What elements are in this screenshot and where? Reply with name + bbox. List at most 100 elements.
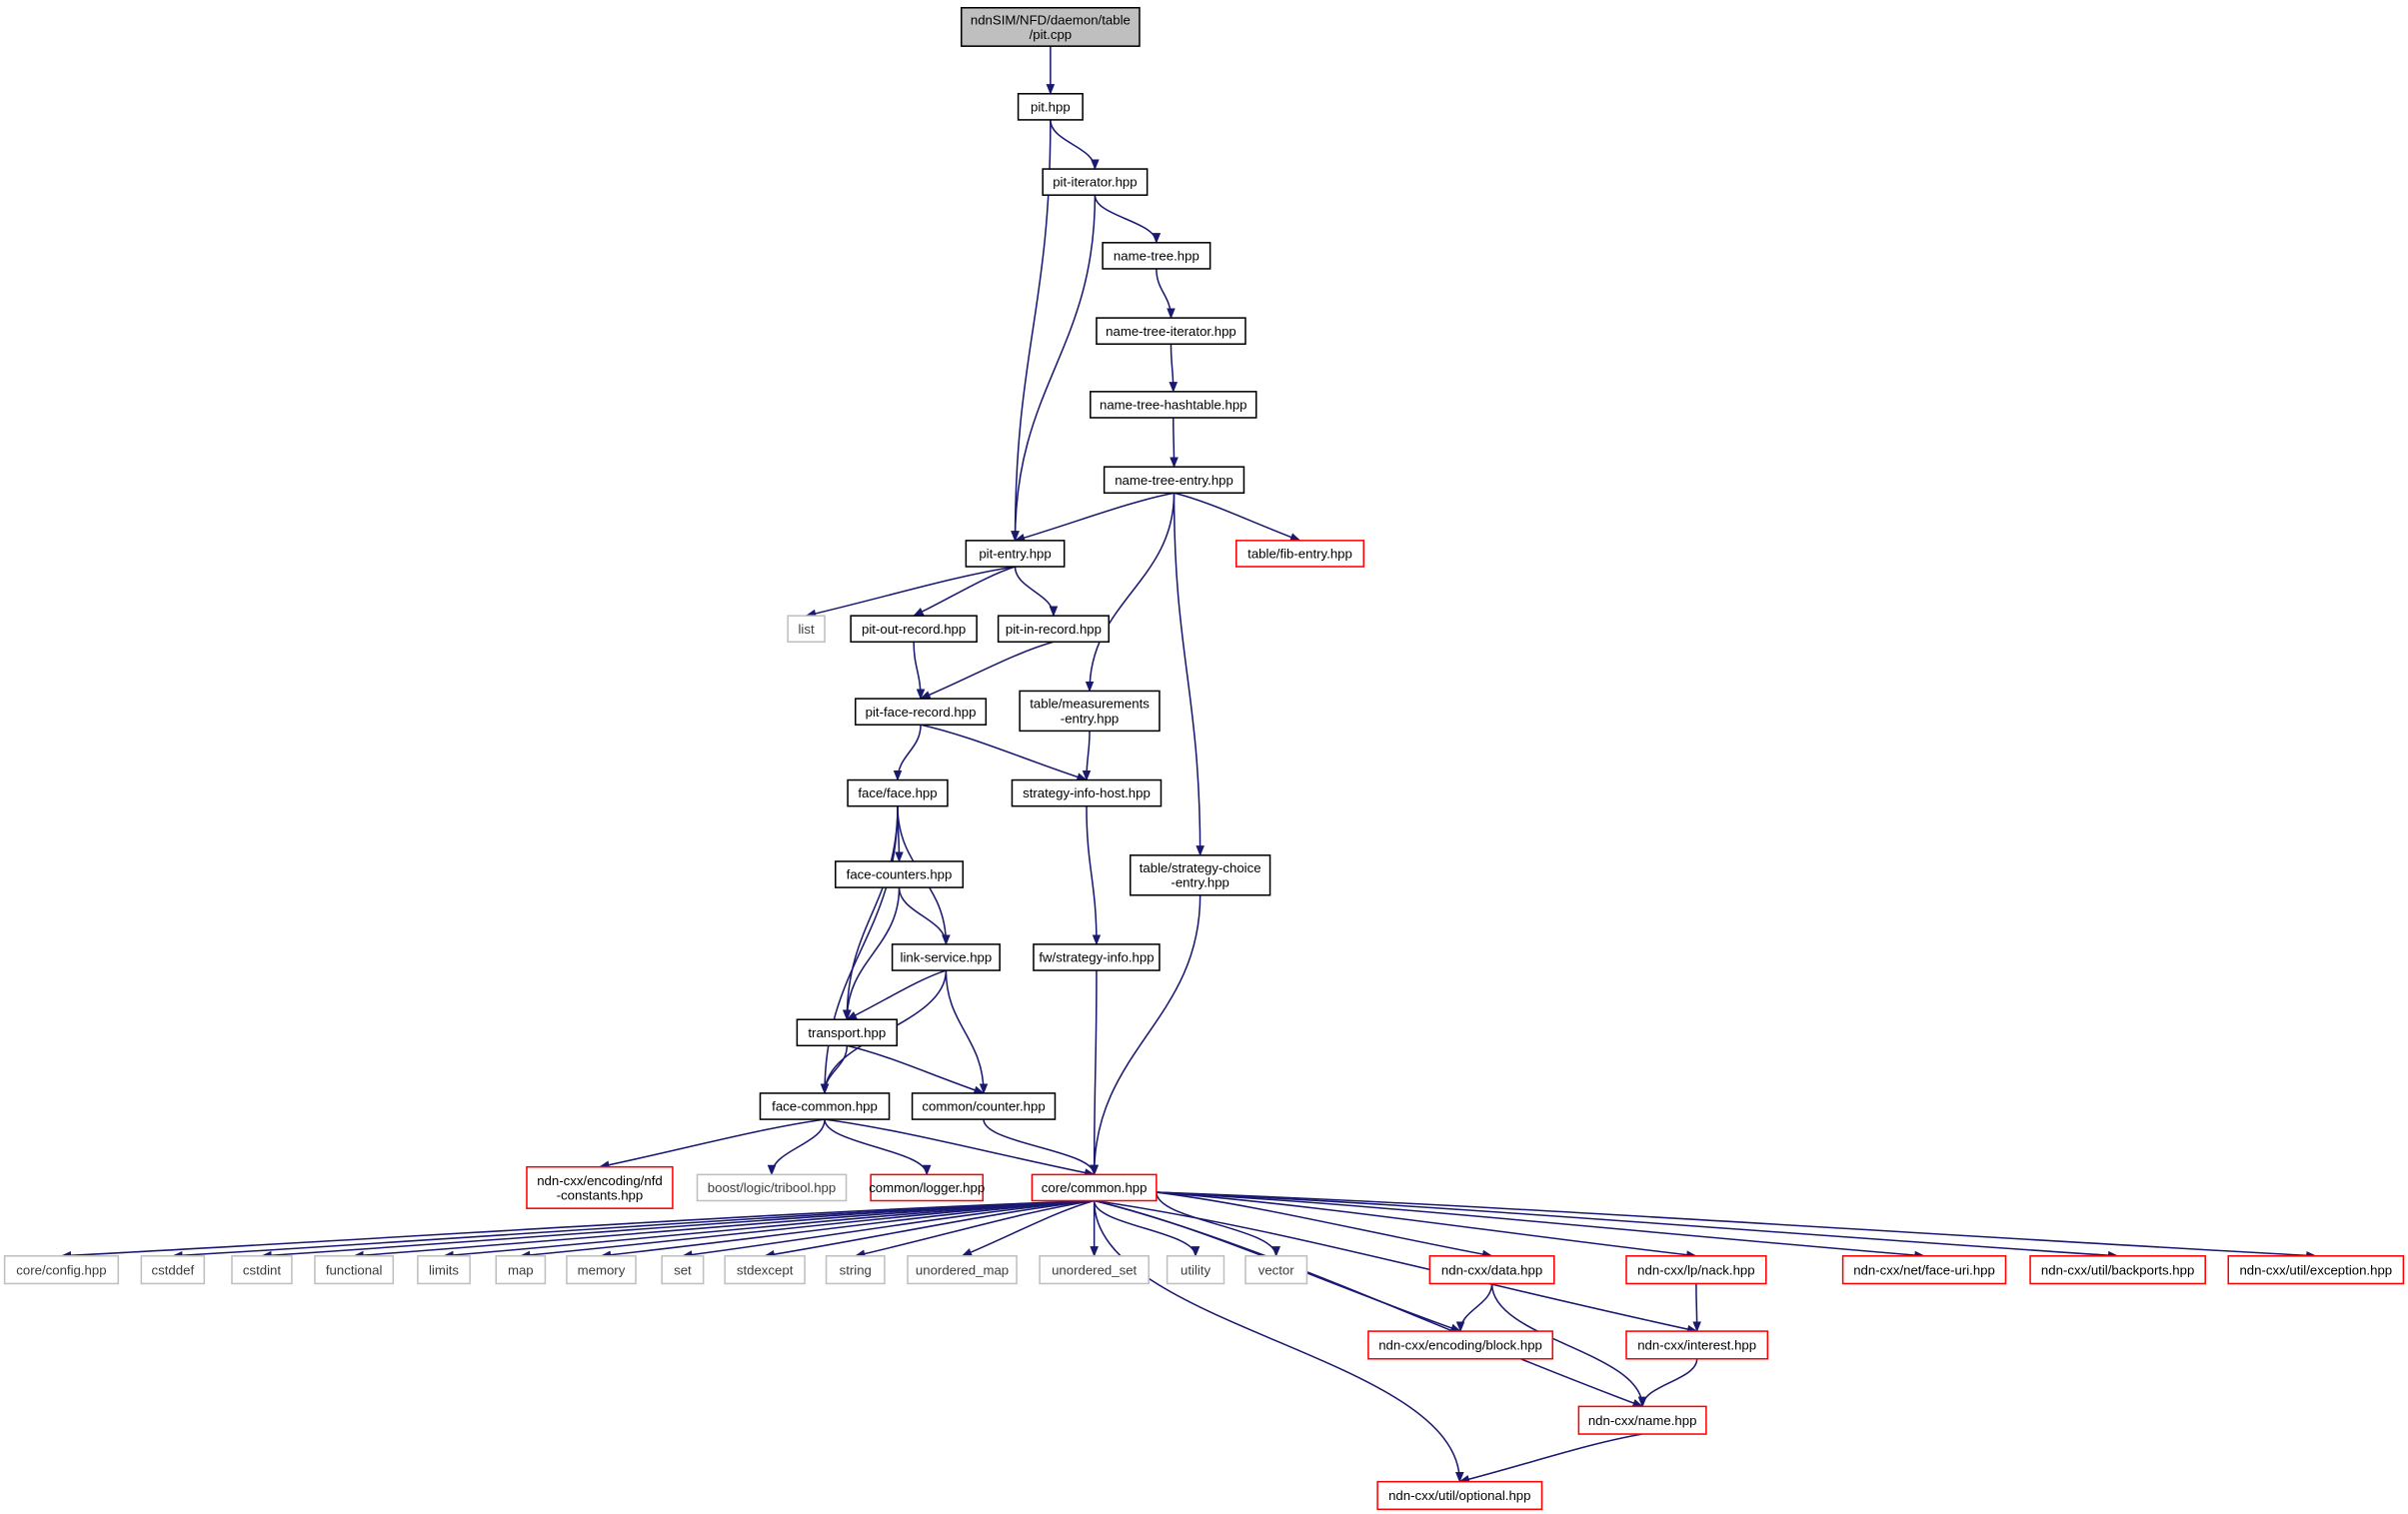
node-cstddef: cstddef xyxy=(140,1255,206,1285)
node-common-counter[interactable]: common/counter.hpp xyxy=(911,1092,1057,1120)
node-name-tree[interactable]: name-tree.hpp xyxy=(1102,242,1211,270)
node-logger[interactable]: common/logger.hpp xyxy=(869,1173,985,1202)
node-vector: vector xyxy=(1244,1255,1308,1285)
node-unordered-set: unordered_set xyxy=(1039,1255,1150,1285)
edge-name_tree_entry-to-pit_entry xyxy=(1014,492,1175,543)
node-box xyxy=(1428,1255,1555,1285)
node-label: boost/logic/tribool.hpp xyxy=(708,1180,836,1195)
node-box xyxy=(911,1092,1057,1120)
edge-face_counters-to-link_service xyxy=(898,887,951,946)
node-label: transport.hpp xyxy=(808,1025,886,1040)
node-label: map xyxy=(508,1262,534,1277)
node-root[interactable]: ndnSIM/NFD/daemon/table/pit.cpp xyxy=(960,6,1141,47)
node-ndn-nack[interactable]: ndn-cxx/lp/nack.hpp xyxy=(1625,1255,1767,1285)
node-box xyxy=(1042,168,1149,196)
edge-face_common-to-logger xyxy=(824,1118,932,1176)
node-ndn-exception[interactable]: ndn-cxx/util/exception.hpp xyxy=(2227,1255,2405,1285)
node-label: pit.hpp xyxy=(1031,99,1071,114)
node-ndn-name[interactable]: ndn-cxx/name.hpp xyxy=(1577,1405,1707,1435)
node-label: ndn-cxx/util/backports.hpp xyxy=(2041,1262,2194,1277)
edge-core_common-to-memory xyxy=(600,1199,1095,1260)
node-transport[interactable]: transport.hpp xyxy=(796,1018,898,1047)
node-name-tree-iterator[interactable]: name-tree-iterator.hpp xyxy=(1096,317,1246,345)
node-box xyxy=(696,1173,848,1202)
node-label: pit-iterator.hpp xyxy=(1053,175,1137,190)
node-box xyxy=(661,1255,705,1285)
node-label: ndn-cxx/util/optional.hpp xyxy=(1388,1488,1530,1503)
node-utility: utility xyxy=(1166,1255,1225,1285)
node-box xyxy=(3,1255,120,1285)
edge-pit_in_record-to-pit_face_record xyxy=(920,641,1055,700)
node-pit-iterator[interactable]: pit-iterator.hpp xyxy=(1042,168,1149,196)
edge-name_tree-to-name_tree_iterator xyxy=(1156,268,1176,320)
node-pit-face-record[interactable]: pit-face-record.hpp xyxy=(854,698,988,727)
node-list: list xyxy=(787,615,826,644)
node-face-counters[interactable]: face-counters.hpp xyxy=(835,860,965,888)
node-box xyxy=(960,6,1141,47)
node-label: name-tree.hpp xyxy=(1114,248,1200,263)
node-pit[interactable]: pit.hpp xyxy=(1017,93,1084,121)
node-ndn-backports[interactable]: ndn-cxx/util/backports.hpp xyxy=(2029,1255,2206,1285)
node-ndn-optional[interactable]: ndn-cxx/util/optional.hpp xyxy=(1376,1480,1543,1511)
node-core-common[interactable]: core/common.hpp xyxy=(1031,1173,1158,1202)
node-label: table/fib-entry.hpp xyxy=(1247,547,1352,562)
node-nfd-constants[interactable]: ndn-cxx/encoding/nfd-constants.hpp xyxy=(526,1165,674,1209)
edge-core_common-to-ndn_optional xyxy=(1093,1200,1464,1483)
node-ndn-block[interactable]: ndn-cxx/encoding/block.hpp xyxy=(1367,1330,1554,1360)
node-box xyxy=(314,1255,395,1285)
edge-name_tree_hashtable-to-name_tree_entry xyxy=(1170,417,1179,469)
node-link-service[interactable]: link-service.hpp xyxy=(891,943,1001,971)
node-pit-out-record[interactable]: pit-out-record.hpp xyxy=(850,615,978,644)
node-ndn-data[interactable]: ndn-cxx/data.hpp xyxy=(1428,1255,1555,1285)
node-cstdint: cstdint xyxy=(231,1255,293,1285)
node-box xyxy=(724,1255,806,1285)
node-name-tree-hashtable[interactable]: name-tree-hashtable.hpp xyxy=(1090,391,1257,419)
edge-core_common-to-ndn_interest xyxy=(1094,1199,1698,1334)
node-box xyxy=(1031,1173,1158,1202)
edge-fw_strategy_info-to-core_common xyxy=(1090,970,1099,1176)
edge-strategy_choice_entry-to-core_common xyxy=(1090,894,1202,1176)
edge-transport-to-face_common xyxy=(820,1045,849,1095)
node-ndn-interest[interactable]: ndn-cxx/interest.hpp xyxy=(1625,1330,1769,1360)
node-face[interactable]: face/face.hpp xyxy=(847,778,949,807)
node-label: face-common.hpp xyxy=(772,1099,878,1114)
node-label: fw/strategy-info.hpp xyxy=(1039,950,1154,965)
node-label: name-tree-hashtable.hpp xyxy=(1100,398,1247,413)
edge-link_service-to-transport xyxy=(846,969,947,1020)
node-pit-entry[interactable]: pit-entry.hpp xyxy=(965,540,1066,568)
node-label: cstddef xyxy=(152,1262,195,1277)
node-strategy-info-host[interactable]: strategy-info-host.hpp xyxy=(1011,778,1163,807)
edge-name_tree_entry-to-fib_entry xyxy=(1174,492,1301,542)
node-box xyxy=(1577,1405,1707,1435)
edge-transport-to-common_counter xyxy=(847,1044,986,1094)
edge-name_tree_entry-to-strategy_choice_entry xyxy=(1173,493,1204,856)
node-label: face-counters.hpp xyxy=(847,867,953,882)
node-name-tree-entry[interactable]: name-tree-entry.hpp xyxy=(1103,466,1245,495)
node-label: common/counter.hpp xyxy=(922,1099,1045,1114)
edge-ndn_data-to-ndn_name xyxy=(1490,1283,1647,1408)
node-label: memory xyxy=(578,1262,626,1277)
node-box xyxy=(1841,1255,2007,1285)
edge-pit-to-pit_iterator xyxy=(1050,119,1100,171)
node-box xyxy=(417,1255,471,1285)
edge-ndn_name-to-ndn_optional xyxy=(1458,1433,1643,1484)
node-label: strategy-info-host.hpp xyxy=(1023,785,1151,800)
node-label: ndn-cxx/encoding/nfd-constants.hpp xyxy=(537,1173,663,1203)
node-pit-in-record[interactable]: pit-in-record.hpp xyxy=(997,615,1111,644)
node-fib-entry[interactable]: table/fib-entry.hpp xyxy=(1234,540,1365,568)
node-label: limits xyxy=(429,1262,459,1277)
node-box xyxy=(1244,1255,1308,1285)
node-face-common[interactable]: face-common.hpp xyxy=(759,1092,891,1120)
edge-pit_iterator-to-pit_entry xyxy=(1011,195,1097,542)
node-ndn-face-uri[interactable]: ndn-cxx/net/face-uri.hpp xyxy=(1841,1255,2007,1285)
node-fw-strategy-info[interactable]: fw/strategy-info.hpp xyxy=(1033,943,1161,971)
node-set: set xyxy=(661,1255,705,1285)
node-strategy-choice-entry[interactable]: table/strategy-choice-entry.hpp xyxy=(1129,854,1271,896)
node-label: ndn-cxx/util/exception.hpp xyxy=(2239,1262,2392,1277)
node-measurements-entry[interactable]: table/measurements-entry.hpp xyxy=(1019,690,1161,733)
edge-core_common-to-ndn_exception xyxy=(1156,1191,2317,1260)
node-box xyxy=(526,1165,674,1209)
node-label: pit-in-record.hpp xyxy=(1006,622,1102,637)
node-box xyxy=(1011,778,1163,807)
edge-core_common-to-ndn_face_uri xyxy=(1156,1191,1926,1260)
